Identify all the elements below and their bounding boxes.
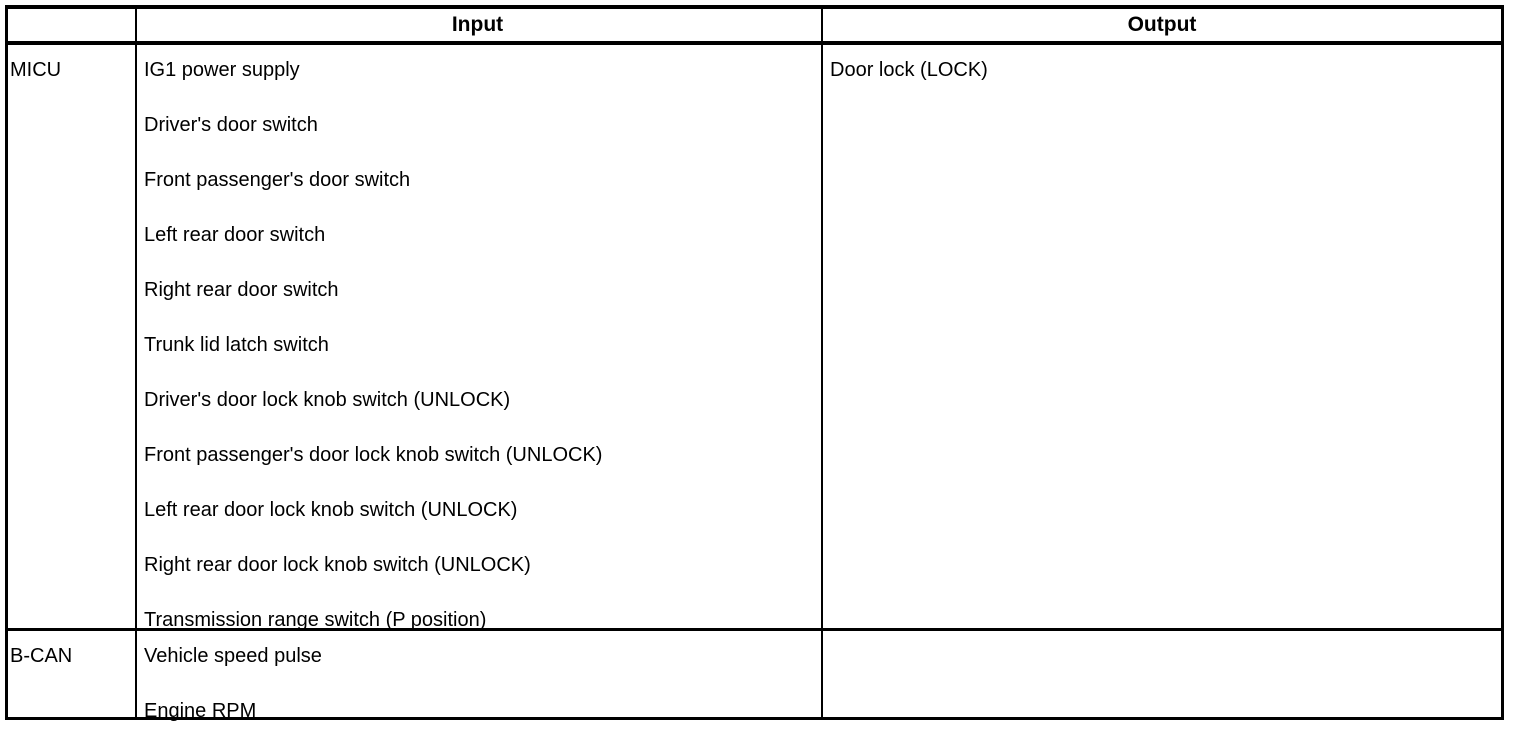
- table-row: MICU IG1 power supply Driver's door swit…: [8, 45, 1501, 631]
- input-output-table: Input Output MICU IG1 power supply Drive…: [5, 5, 1504, 722]
- list-item: Left rear door switch: [144, 224, 326, 246]
- column-header-input: Input: [451, 13, 504, 36]
- table-body: MICU IG1 power supply Driver's door swit…: [8, 45, 1501, 722]
- row-output-list-micu: Door lock (LOCK): [830, 57, 1497, 112]
- column-divider-input-output: [821, 9, 823, 717]
- row-category-bcan: B-CAN: [10, 645, 73, 667]
- list-item: Right rear door lock knob switch (UNLOCK…: [144, 554, 531, 576]
- list-item: Driver's door switch: [144, 114, 318, 136]
- list-item: Front passenger's door switch: [144, 169, 411, 191]
- document-page: Input Output MICU IG1 power supply Drive…: [5, 5, 1504, 722]
- row-output-list-bcan: [830, 643, 1497, 698]
- empty-output-placeholder: [830, 643, 1497, 698]
- row-input-list-bcan: Vehicle speed pulse Engine RPM: [144, 643, 816, 753]
- list-item: Left rear door lock knob switch (UNLOCK): [144, 499, 518, 521]
- list-item: IG1 power supply: [144, 59, 300, 81]
- list-item: Door lock (LOCK): [830, 59, 988, 81]
- list-item: Engine RPM: [144, 700, 257, 722]
- list-item: Transmission range switch (P position): [144, 609, 487, 631]
- list-item: Right rear door switch: [144, 279, 339, 301]
- list-item: Trunk lid latch switch: [144, 334, 329, 356]
- row-input-list-micu: IG1 power supply Driver's door switch Fr…: [144, 57, 816, 662]
- list-item: Front passenger's door lock knob switch …: [144, 444, 603, 466]
- table-row: B-CAN Vehicle speed pulse Engine RPM: [8, 631, 1501, 722]
- row-category-micu: MICU: [10, 59, 62, 81]
- list-item: Driver's door lock knob switch (UNLOCK): [144, 389, 511, 411]
- column-divider-category-input: [135, 9, 137, 717]
- list-item: Vehicle speed pulse: [144, 645, 322, 667]
- column-header-output: Output: [1127, 13, 1197, 36]
- table-header-row: Input Output: [8, 9, 1501, 45]
